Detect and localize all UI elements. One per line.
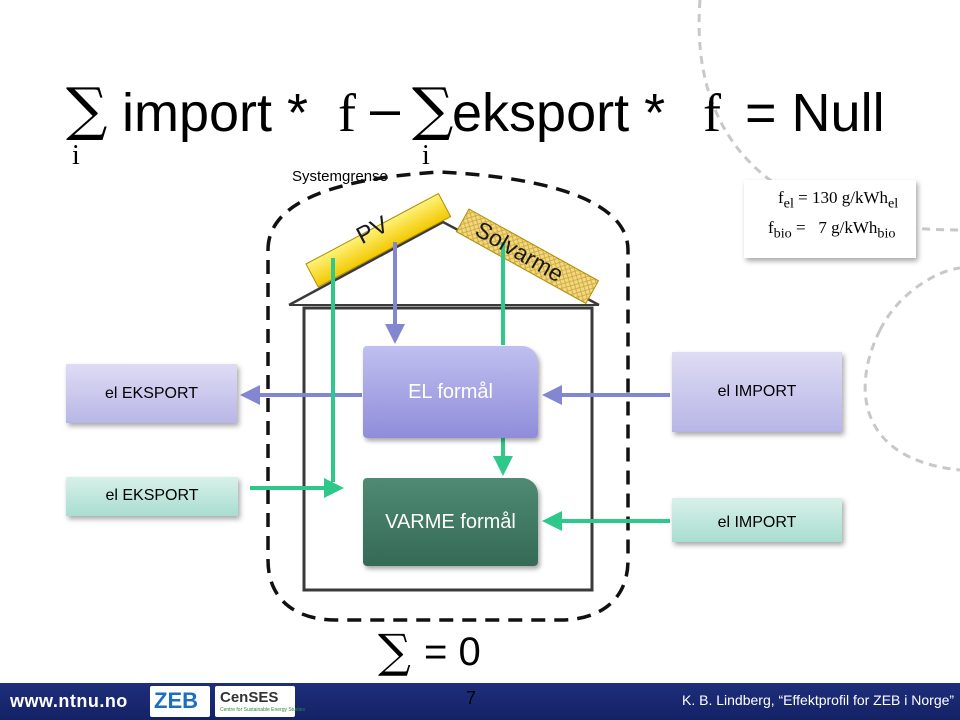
formula-import-term: import * (122, 83, 309, 143)
factor-el-value: = 130 g/kWh (798, 188, 888, 207)
formula-export-term: eksport * (452, 83, 666, 143)
factor-bio-sub: bio (773, 225, 792, 242)
sum-symbol-import: ∑ (66, 75, 108, 143)
sum-zero-text: = 0 (424, 630, 481, 674)
factor-el-unit-sub: el (888, 195, 899, 212)
solar-thermal-panel (455, 208, 600, 305)
sum-symbol-export: ∑ (412, 75, 454, 143)
zeb-logo: ZEB (150, 686, 210, 717)
factor-bio-unit-sub: bio (877, 225, 896, 242)
formula-equals-null: = Null (745, 83, 885, 143)
emission-factor-box: fel = 130 g/kWhel fbio = 7 g/kWhbio (744, 180, 916, 258)
censes-logo-text: CenSES (220, 689, 279, 706)
factor-el-line: fel = 130 g/kWhel (778, 188, 898, 212)
factor-el-sub: el (783, 195, 794, 212)
sum-index-export: i (422, 140, 430, 171)
formula-minus: – (370, 79, 401, 139)
pv-panel (305, 192, 452, 288)
formula-factor-1: f (338, 83, 356, 143)
factor-bio-line: fbio = 7 g/kWhbio (768, 218, 895, 242)
factor-bio-f: f (768, 218, 774, 237)
factor-el-f: f (778, 188, 784, 207)
el-formal-box: EL formål (363, 346, 538, 438)
zeb-logo-text: ZEB (154, 688, 198, 713)
factor-bio-value: = 7 g/kWh (796, 218, 878, 237)
house-walls (302, 306, 594, 592)
el-export-green-box: el EKSPORT (66, 477, 238, 516)
page-number: 7 (466, 688, 477, 708)
el-import-box: el IMPORT (672, 352, 842, 432)
sum-zero-sigma: ∑ (378, 624, 411, 678)
balance-formula: ∑ i import * f – ∑ i eksport * f = Null (0, 78, 960, 178)
censes-logo: CenSES Centre for Sustainable Energy Stu… (215, 686, 305, 717)
censes-logo-tagline: Centre for Sustainable Energy Studies (220, 707, 306, 713)
footer-bar: www.ntnu.no ZEB CenSES Centre for Sustai… (0, 683, 960, 720)
el-export-box: el EKSPORT (66, 364, 237, 423)
formula-factor-2: f (703, 83, 721, 143)
varme-formal-box: VARME formål (363, 478, 538, 566)
author-credit: K. B. Lindberg, “Effektprofil for ZEB i … (682, 692, 955, 708)
el-import-green-box: el IMPORT (672, 498, 842, 542)
system-boundary (266, 170, 630, 622)
sum-index-import: i (72, 140, 80, 171)
ntnu-url[interactable]: www.ntnu.no (10, 691, 128, 711)
